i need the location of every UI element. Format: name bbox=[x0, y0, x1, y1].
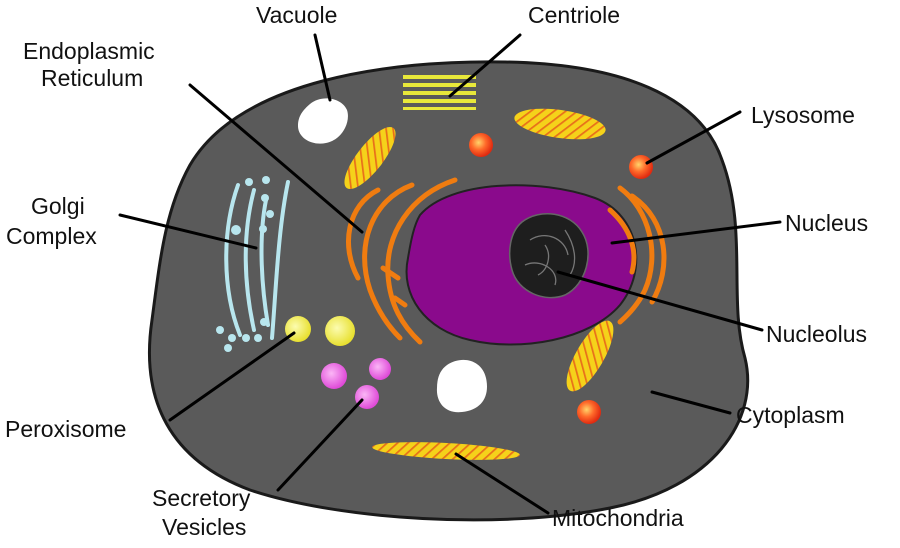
vacuole-lower bbox=[436, 359, 487, 413]
lysosome bbox=[629, 155, 653, 179]
golgi-complex bbox=[216, 176, 290, 352]
label-er-line1: Endoplasmic bbox=[23, 38, 155, 64]
secretory-vesicle bbox=[321, 363, 347, 389]
label-mitochondria: Mitochondria bbox=[552, 505, 684, 531]
label-nucleolus: Nucleolus bbox=[766, 321, 867, 347]
vacuole-leader bbox=[313, 33, 332, 102]
lysosome bbox=[469, 133, 493, 157]
secretory-leader bbox=[276, 398, 364, 492]
er-leader bbox=[188, 83, 364, 234]
label-secretory-line1: Secretory bbox=[152, 485, 251, 511]
centriole-leader bbox=[448, 33, 522, 98]
lysosome-leader bbox=[645, 110, 742, 165]
nucleolus-leader bbox=[556, 270, 764, 332]
label-peroxisome: Peroxisome bbox=[5, 416, 126, 442]
label-cytoplasm: Cytoplasm bbox=[736, 402, 845, 428]
peroxisome bbox=[325, 316, 355, 346]
nucleolus bbox=[509, 213, 589, 299]
label-nucleus: Nucleus bbox=[785, 210, 868, 236]
label-golgi-line1: Golgi bbox=[31, 193, 85, 219]
centriole bbox=[403, 73, 476, 110]
mitochondrion bbox=[514, 108, 606, 140]
label-secretory-line2: Vesicles bbox=[162, 514, 246, 540]
label-golgi-line2: Complex bbox=[6, 223, 97, 249]
label-er-line2: Reticulum bbox=[41, 65, 143, 91]
golgi-leader bbox=[118, 213, 258, 250]
peroxisome-leader bbox=[168, 331, 296, 422]
lysosome bbox=[577, 400, 601, 424]
nucleus-leader bbox=[610, 220, 782, 245]
vacuole bbox=[298, 98, 348, 144]
cytoplasm-leader bbox=[650, 390, 732, 415]
endoplasmic-reticulum bbox=[345, 177, 458, 345]
mitochondrion bbox=[566, 320, 614, 392]
label-centriole: Centriole bbox=[528, 2, 620, 28]
mitochondrion bbox=[344, 127, 396, 189]
mitochondria-leader bbox=[454, 452, 550, 515]
mitochondrion bbox=[372, 442, 520, 460]
label-lysosome: Lysosome bbox=[751, 102, 855, 128]
secretory-vesicle bbox=[369, 358, 391, 380]
label-vacuole: Vacuole bbox=[256, 2, 337, 28]
